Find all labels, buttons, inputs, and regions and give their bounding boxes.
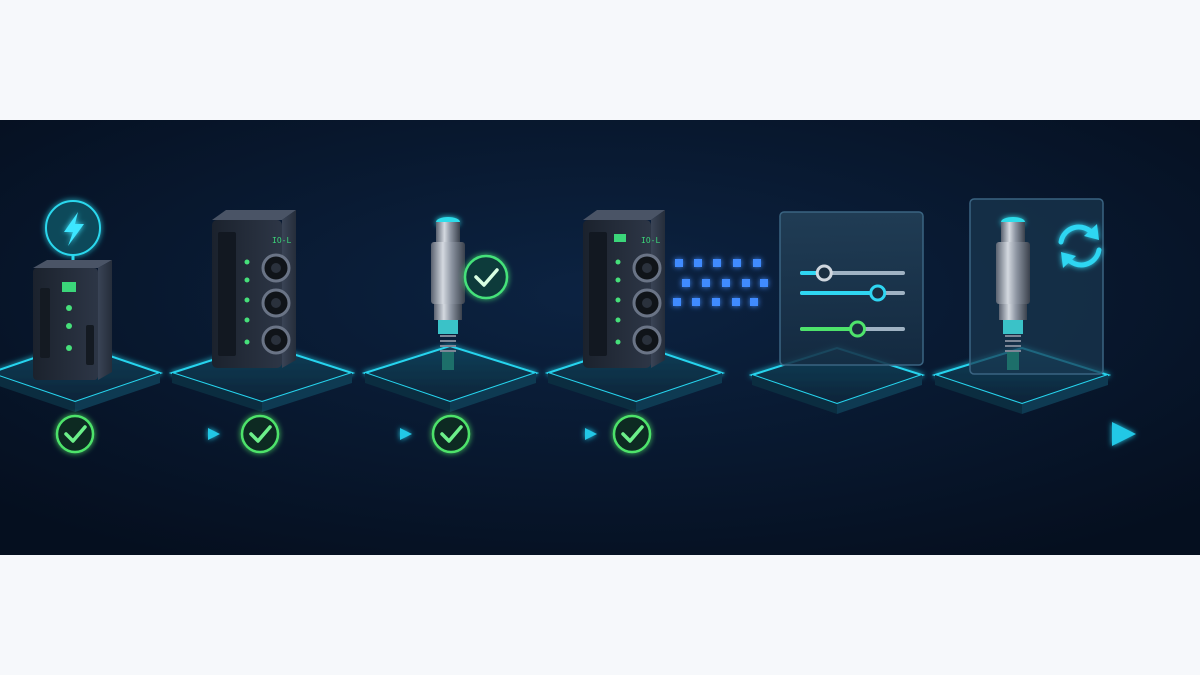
timeline-arrowhead xyxy=(1112,422,1136,446)
step-check-1 xyxy=(55,414,95,454)
proximity-sensor xyxy=(431,217,465,370)
check-icon xyxy=(440,425,463,443)
slider-knob[interactable] xyxy=(815,264,833,282)
module-label-2: IO-L xyxy=(641,236,660,245)
io-module-data-device: IO-L xyxy=(583,210,665,368)
module-label: IO-L xyxy=(272,236,291,245)
synced-sensor xyxy=(996,217,1030,370)
power-supply-device xyxy=(33,200,112,380)
status-led xyxy=(62,282,76,292)
step-check-2 xyxy=(240,414,280,454)
step-check-3 xyxy=(431,414,471,454)
check-icon xyxy=(249,425,272,443)
slider-knob[interactable] xyxy=(849,320,867,338)
check-icon xyxy=(621,425,644,443)
connector-ports xyxy=(261,253,291,355)
lightning-bolt-icon xyxy=(64,212,84,246)
slider-knob[interactable] xyxy=(869,284,887,302)
parameter-slider-1[interactable] xyxy=(800,264,905,282)
io-module-device: IO-L xyxy=(212,210,296,368)
parameter-slider-3[interactable] xyxy=(800,320,905,338)
platform-4 xyxy=(544,342,726,412)
setup-process-banner: IO-L xyxy=(0,120,1200,555)
sync-icon xyxy=(1058,224,1102,268)
process-diagram: IO-L xyxy=(0,120,1200,555)
sensor-verified-badge xyxy=(463,254,509,300)
platform-3 xyxy=(361,344,540,412)
parameter-panel xyxy=(779,211,924,366)
timeline xyxy=(55,414,1136,454)
parameter-slider-2[interactable] xyxy=(800,284,905,302)
data-stream xyxy=(673,259,768,306)
check-icon xyxy=(474,268,499,287)
slider-group xyxy=(800,264,905,338)
step-check-4 xyxy=(612,414,652,454)
check-icon xyxy=(64,425,87,443)
